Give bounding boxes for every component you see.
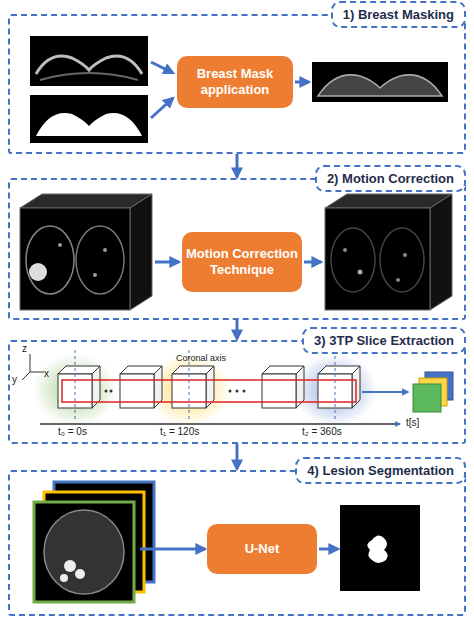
stage-heading: 4) Lesion Segmentation bbox=[295, 457, 466, 484]
time-marker bbox=[335, 350, 336, 422]
ellipsis-dot bbox=[110, 390, 113, 393]
cube-front bbox=[262, 374, 296, 408]
tissue-dot bbox=[403, 253, 407, 257]
cube-front bbox=[172, 374, 206, 408]
volume-front bbox=[20, 208, 130, 310]
axis-label: y bbox=[12, 374, 17, 385]
breast-slice bbox=[380, 228, 424, 292]
flow-arrow bbox=[319, 548, 338, 551]
volume-side bbox=[130, 194, 152, 310]
tissue-dot bbox=[343, 248, 347, 252]
time-marker bbox=[75, 350, 76, 422]
breast-outline bbox=[36, 56, 142, 74]
ellipsis-dot bbox=[105, 390, 108, 393]
coronal-frame bbox=[62, 380, 356, 402]
segmentation-mask bbox=[340, 505, 420, 591]
cube-front bbox=[58, 374, 92, 408]
breast-slice bbox=[76, 226, 124, 294]
ellipsis-dot bbox=[243, 390, 246, 393]
stage-heading: 1) Breast Masking bbox=[331, 1, 466, 28]
lesion-blob bbox=[367, 535, 387, 563]
flow-connector bbox=[236, 154, 239, 177]
process-label: Motion Correction Technique bbox=[182, 246, 302, 277]
volume-front bbox=[325, 208, 430, 310]
breast-slice bbox=[44, 510, 124, 594]
cube-front bbox=[318, 374, 352, 408]
tissue-dot bbox=[396, 278, 400, 282]
ellipsis-dot bbox=[236, 390, 239, 393]
masked-image bbox=[312, 62, 448, 102]
axis-line bbox=[30, 372, 44, 373]
axis-line bbox=[22, 372, 30, 380]
tissue-dot bbox=[93, 273, 97, 277]
time-label: t₀ = 0s bbox=[58, 426, 87, 437]
time-label: t₁ = 120s bbox=[160, 426, 199, 437]
axis-label: x bbox=[44, 368, 49, 379]
flow-arrow bbox=[295, 81, 309, 84]
stage-panel: 4) Lesion SegmentationU-Net bbox=[8, 470, 466, 616]
breast-slice bbox=[26, 226, 74, 294]
ellipsis-dot bbox=[229, 390, 232, 393]
axis-name: Coronal axis bbox=[176, 353, 226, 363]
axis-label: z bbox=[22, 343, 27, 354]
masked-breast bbox=[318, 75, 442, 96]
time-label: t₂ = 360s bbox=[302, 426, 342, 437]
stage-panel: 2) Motion CorrectionMotion Correction Te… bbox=[8, 178, 466, 320]
volume-top bbox=[20, 194, 152, 208]
process-box: Breast Mask application bbox=[177, 56, 293, 108]
tissue-dot bbox=[58, 243, 62, 247]
flow-arrow bbox=[151, 62, 173, 73]
flow-connector bbox=[236, 444, 239, 469]
breast-mask bbox=[36, 113, 142, 136]
flow-connector bbox=[236, 320, 239, 339]
time-label: t[s] bbox=[406, 417, 419, 428]
lesion-spot bbox=[29, 263, 47, 281]
process-label: U-Net bbox=[207, 541, 317, 557]
slice-sheet bbox=[413, 384, 441, 412]
flow-arrow bbox=[362, 391, 408, 393]
slice-image bbox=[34, 502, 134, 602]
flow-arrow bbox=[155, 261, 179, 264]
lesion-spot bbox=[64, 560, 76, 572]
stage-panel: 1) Breast MaskingBreast Mask application bbox=[8, 14, 466, 154]
lesion-spot bbox=[60, 574, 68, 582]
tissue-dot bbox=[358, 270, 363, 275]
stage-heading: 3) 3TP Slice Extraction bbox=[302, 327, 466, 354]
lesion-spot bbox=[75, 569, 85, 579]
volume-cube bbox=[58, 366, 360, 408]
mri-image bbox=[30, 36, 148, 86]
flow-arrow bbox=[304, 261, 321, 264]
flow-arrow bbox=[140, 548, 205, 551]
chest-line bbox=[40, 73, 138, 80]
process-box: Motion Correction Technique bbox=[182, 232, 302, 292]
process-label: Breast Mask application bbox=[177, 66, 293, 97]
axis-line bbox=[30, 354, 31, 372]
tissue-dot bbox=[103, 248, 107, 252]
cube-front bbox=[120, 374, 154, 408]
breast-slice bbox=[331, 228, 375, 292]
process-box: U-Net bbox=[207, 524, 317, 574]
volume-side bbox=[430, 194, 452, 310]
time-axis bbox=[40, 423, 400, 425]
stage-heading: 2) Motion Correction bbox=[315, 165, 466, 192]
flow-arrow bbox=[151, 98, 173, 118]
mask-image bbox=[30, 95, 148, 143]
